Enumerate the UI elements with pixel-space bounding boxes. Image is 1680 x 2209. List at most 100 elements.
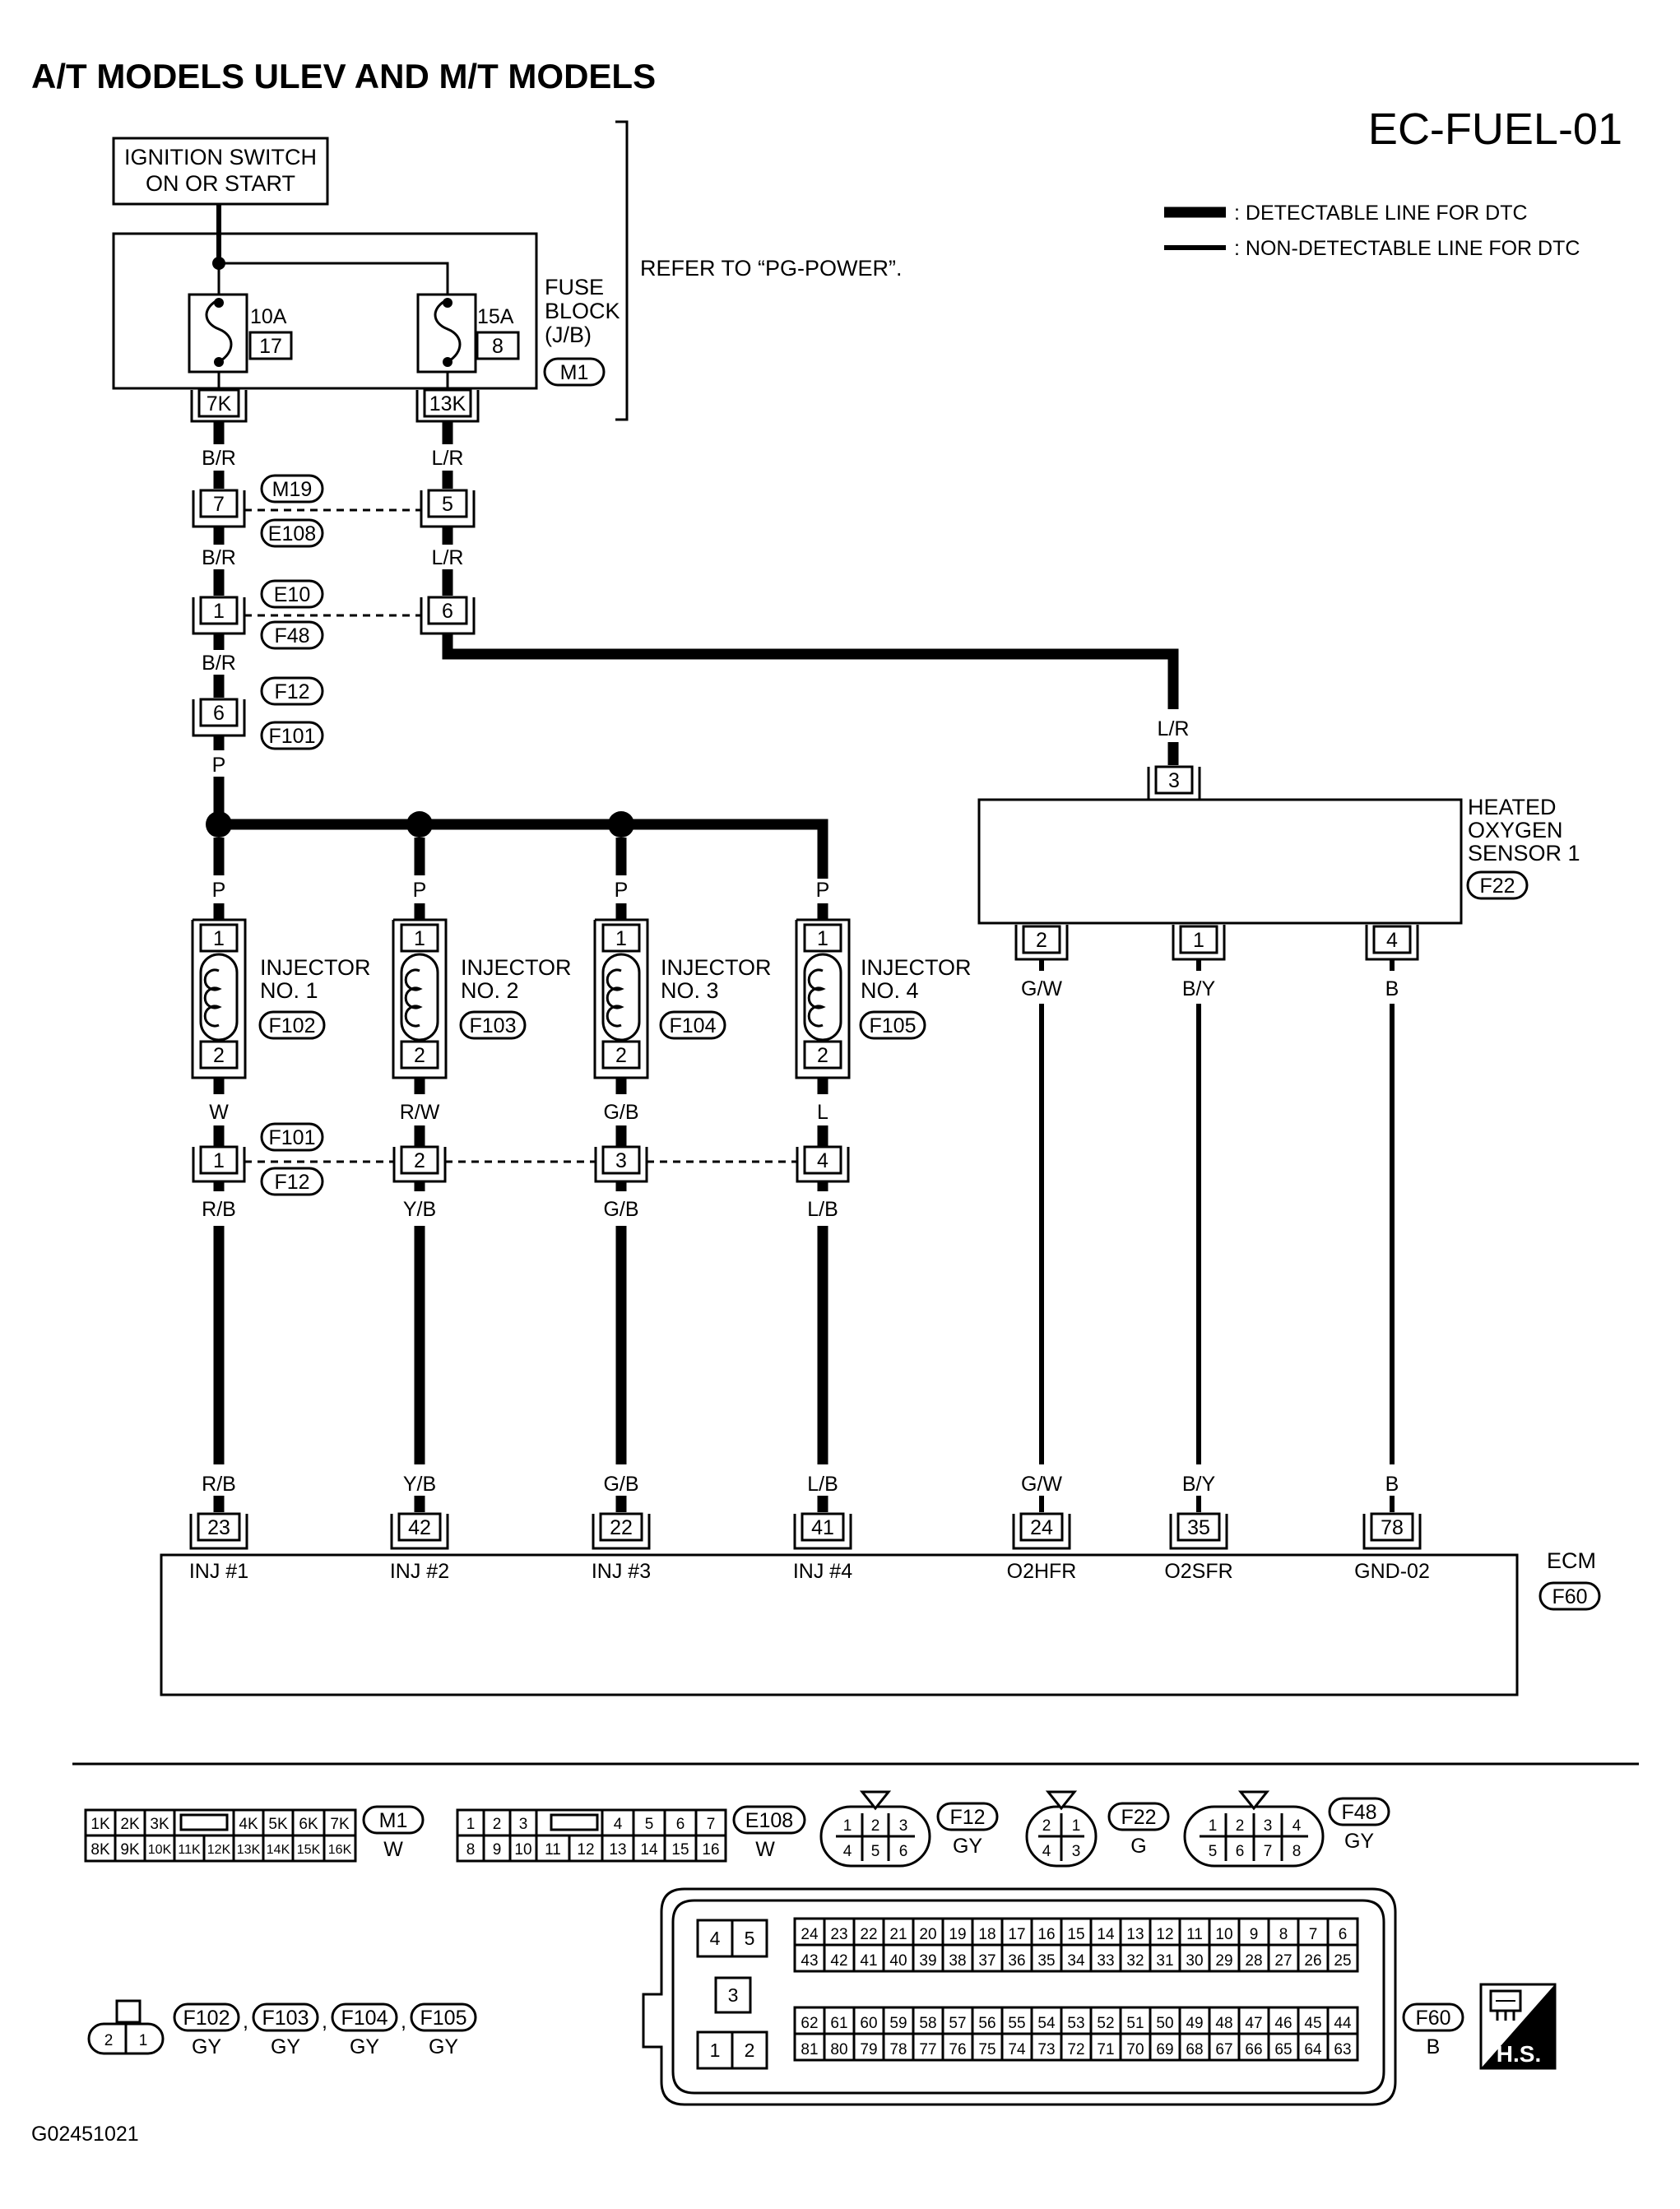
- ecm-pin-24: 24 O2HFR: [1007, 1512, 1077, 1583]
- injector-2: P 1 2 INJECTOR NO. 2 F103 R/W: [392, 838, 572, 1147]
- f60-pin-66: 66: [1245, 2041, 1262, 2058]
- f60-pin-9: 9: [1250, 1926, 1259, 1943]
- f60-pin-16: 16: [1037, 1926, 1055, 1943]
- m1-pin-10k: 10K: [148, 1843, 172, 1857]
- ecm-pin-41-label: INJ #4: [793, 1560, 852, 1583]
- m1-pin-15k: 15K: [297, 1843, 321, 1857]
- ecm-pin-22: 22 INJ #3: [592, 1512, 651, 1583]
- junction-f101-pin-3: 3: [615, 1149, 627, 1172]
- injector-1-wire-out: W: [209, 1101, 229, 1124]
- ecm-pin-24-label: O2HFR: [1007, 1560, 1077, 1583]
- injector-conn-f102-color: GY: [192, 2035, 221, 2058]
- sensor-pin-1: 1: [1193, 929, 1204, 952]
- f48-pin-1: 1: [1209, 1817, 1218, 1835]
- hs-symbol: H.S.: [1479, 1983, 1557, 2070]
- fuse-15a-number: 8: [492, 335, 504, 358]
- m1-pin-3k: 3K: [150, 1816, 169, 1833]
- f60-pin-81: 81: [801, 2041, 818, 2058]
- ecm-connector: F60: [1552, 1585, 1587, 1608]
- f60-pin-48: 48: [1215, 2015, 1232, 2032]
- f48-pin-6: 6: [1236, 1843, 1245, 1860]
- wire-label-lr-2: L/R: [432, 546, 464, 569]
- m1-pin-1k: 1K: [90, 1816, 110, 1833]
- wire-label-lr-3: L/R: [1158, 717, 1190, 740]
- injector-conn-f102: F102: [183, 2007, 230, 2030]
- f60-pin-14: 14: [1097, 1926, 1115, 1943]
- f12-pin-3: 3: [899, 1817, 908, 1835]
- injector-1-pin-top: 1: [213, 927, 225, 950]
- wire-label-gw-2: G/W: [1021, 1473, 1062, 1496]
- connector-view-m1: 1K 2K 3K 4K 5K 6K 7K 8K 9K 10K 11K 12K 1…: [84, 1805, 425, 1863]
- f48-color: GY: [1344, 1830, 1374, 1853]
- injector-conn-f103-color: GY: [271, 2035, 300, 2058]
- injector-conn-pin-1: 1: [139, 2032, 148, 2049]
- wire-label-lr-1: L/R: [432, 447, 464, 470]
- f60-pin-8: 8: [1279, 1926, 1288, 1943]
- f60-pin-27: 27: [1274, 1952, 1292, 1970]
- sensor-pin-3: 3: [1168, 769, 1180, 792]
- ecm-pin-42-label: INJ #2: [390, 1560, 449, 1583]
- f22-color: G: [1130, 1835, 1146, 1858]
- injector-1: P 1 2 INJECTOR NO. 1 F102 W: [191, 838, 371, 1147]
- ecm-pin-78-num: 78: [1381, 1516, 1404, 1539]
- f22-pin-2: 2: [1042, 1817, 1051, 1835]
- f22-pin-1: 1: [1072, 1817, 1081, 1835]
- injector-4-name-2: NO. 4: [861, 978, 919, 1003]
- f60-color: B: [1427, 2035, 1441, 2058]
- f60-pin-30: 30: [1186, 1952, 1203, 1970]
- injector-conn-f105-color: GY: [429, 2035, 458, 2058]
- ecm-pin-24-num: 24: [1030, 1516, 1053, 1539]
- e108-pin-8: 8: [466, 1841, 476, 1859]
- heated-oxygen-sensor: 3 HEATED OXYGEN SENSOR 1 F22 2 1 4: [977, 765, 1580, 961]
- junction-e10-pin-6: 6: [442, 600, 453, 623]
- junction-m19-label: M19: [272, 478, 313, 501]
- ecm-pin-23: 23 INJ #1: [189, 1512, 248, 1583]
- e108-pin-3: 3: [519, 1816, 528, 1833]
- m1-pin-13k: 13K: [237, 1843, 261, 1857]
- fuse-10a-rating: 10A: [250, 305, 287, 328]
- junction-f101-label: F101: [269, 725, 316, 748]
- f60-pin-4: 4: [710, 1928, 721, 1949]
- footer-code: G02451021: [31, 2123, 139, 2146]
- f48-pin-7: 7: [1264, 1843, 1273, 1860]
- e108-pin-13: 13: [609, 1841, 626, 1859]
- m1-pin-4k: 4K: [239, 1816, 258, 1833]
- f60-pin-35: 35: [1037, 1952, 1055, 1970]
- wire-label-by-1: B/Y: [1182, 977, 1216, 1000]
- ecm-pin-22-label: INJ #3: [592, 1560, 651, 1583]
- f60-pin-25: 25: [1334, 1952, 1351, 1970]
- e108-pin-7: 7: [707, 1816, 716, 1833]
- ecm: ECM F60: [160, 1548, 1601, 1696]
- f60-pin-70: 70: [1126, 2041, 1144, 2058]
- e108-pin-11: 11: [545, 1841, 561, 1859]
- f60-pin-77: 77: [919, 2041, 936, 2058]
- f60-pin-39: 39: [919, 1952, 936, 1970]
- f60-pin-52: 52: [1097, 2015, 1114, 2032]
- f60-pin-21: 21: [889, 1926, 907, 1943]
- f12-pin-6: 6: [899, 1843, 908, 1860]
- fuse-block-label-3: (J/B): [545, 323, 592, 347]
- m1-color: W: [383, 1838, 403, 1861]
- wire-label-br-2: B/R: [202, 546, 236, 569]
- f60-pin-1: 1: [710, 2040, 721, 2061]
- f60-pin-38: 38: [949, 1952, 966, 1970]
- ecm-pin-42: 42 INJ #2: [390, 1512, 449, 1583]
- terminal-13k-label: 13K: [429, 392, 466, 415]
- f12-color: GY: [953, 1835, 982, 1858]
- junction-f12-bottom-label: F12: [274, 1171, 309, 1194]
- junction-f101-f12: 1 2 3 4 F101 F12: [192, 1122, 850, 1196]
- injector-3: P 1 2 INJECTOR NO. 3 F104 G/B: [593, 838, 772, 1147]
- fuse-block-label-2: BLOCK: [545, 299, 620, 323]
- injector-2-pin-top: 1: [414, 927, 425, 950]
- e108-pin-10: 10: [514, 1841, 531, 1859]
- wire-label-lb-1: L/B: [807, 1198, 838, 1221]
- f60-pin-40: 40: [889, 1952, 907, 1970]
- f60-pin-54: 54: [1037, 2015, 1056, 2032]
- splice-1: [206, 811, 232, 838]
- m1-pin-12k: 12K: [207, 1843, 231, 1857]
- f60-pin-68: 68: [1186, 2041, 1203, 2058]
- m1-id: M1: [379, 1809, 408, 1832]
- f60-pin-33: 33: [1097, 1952, 1114, 1970]
- junction-f101-label: F101: [269, 1126, 316, 1149]
- wire-label-rb-1: R/B: [202, 1198, 236, 1221]
